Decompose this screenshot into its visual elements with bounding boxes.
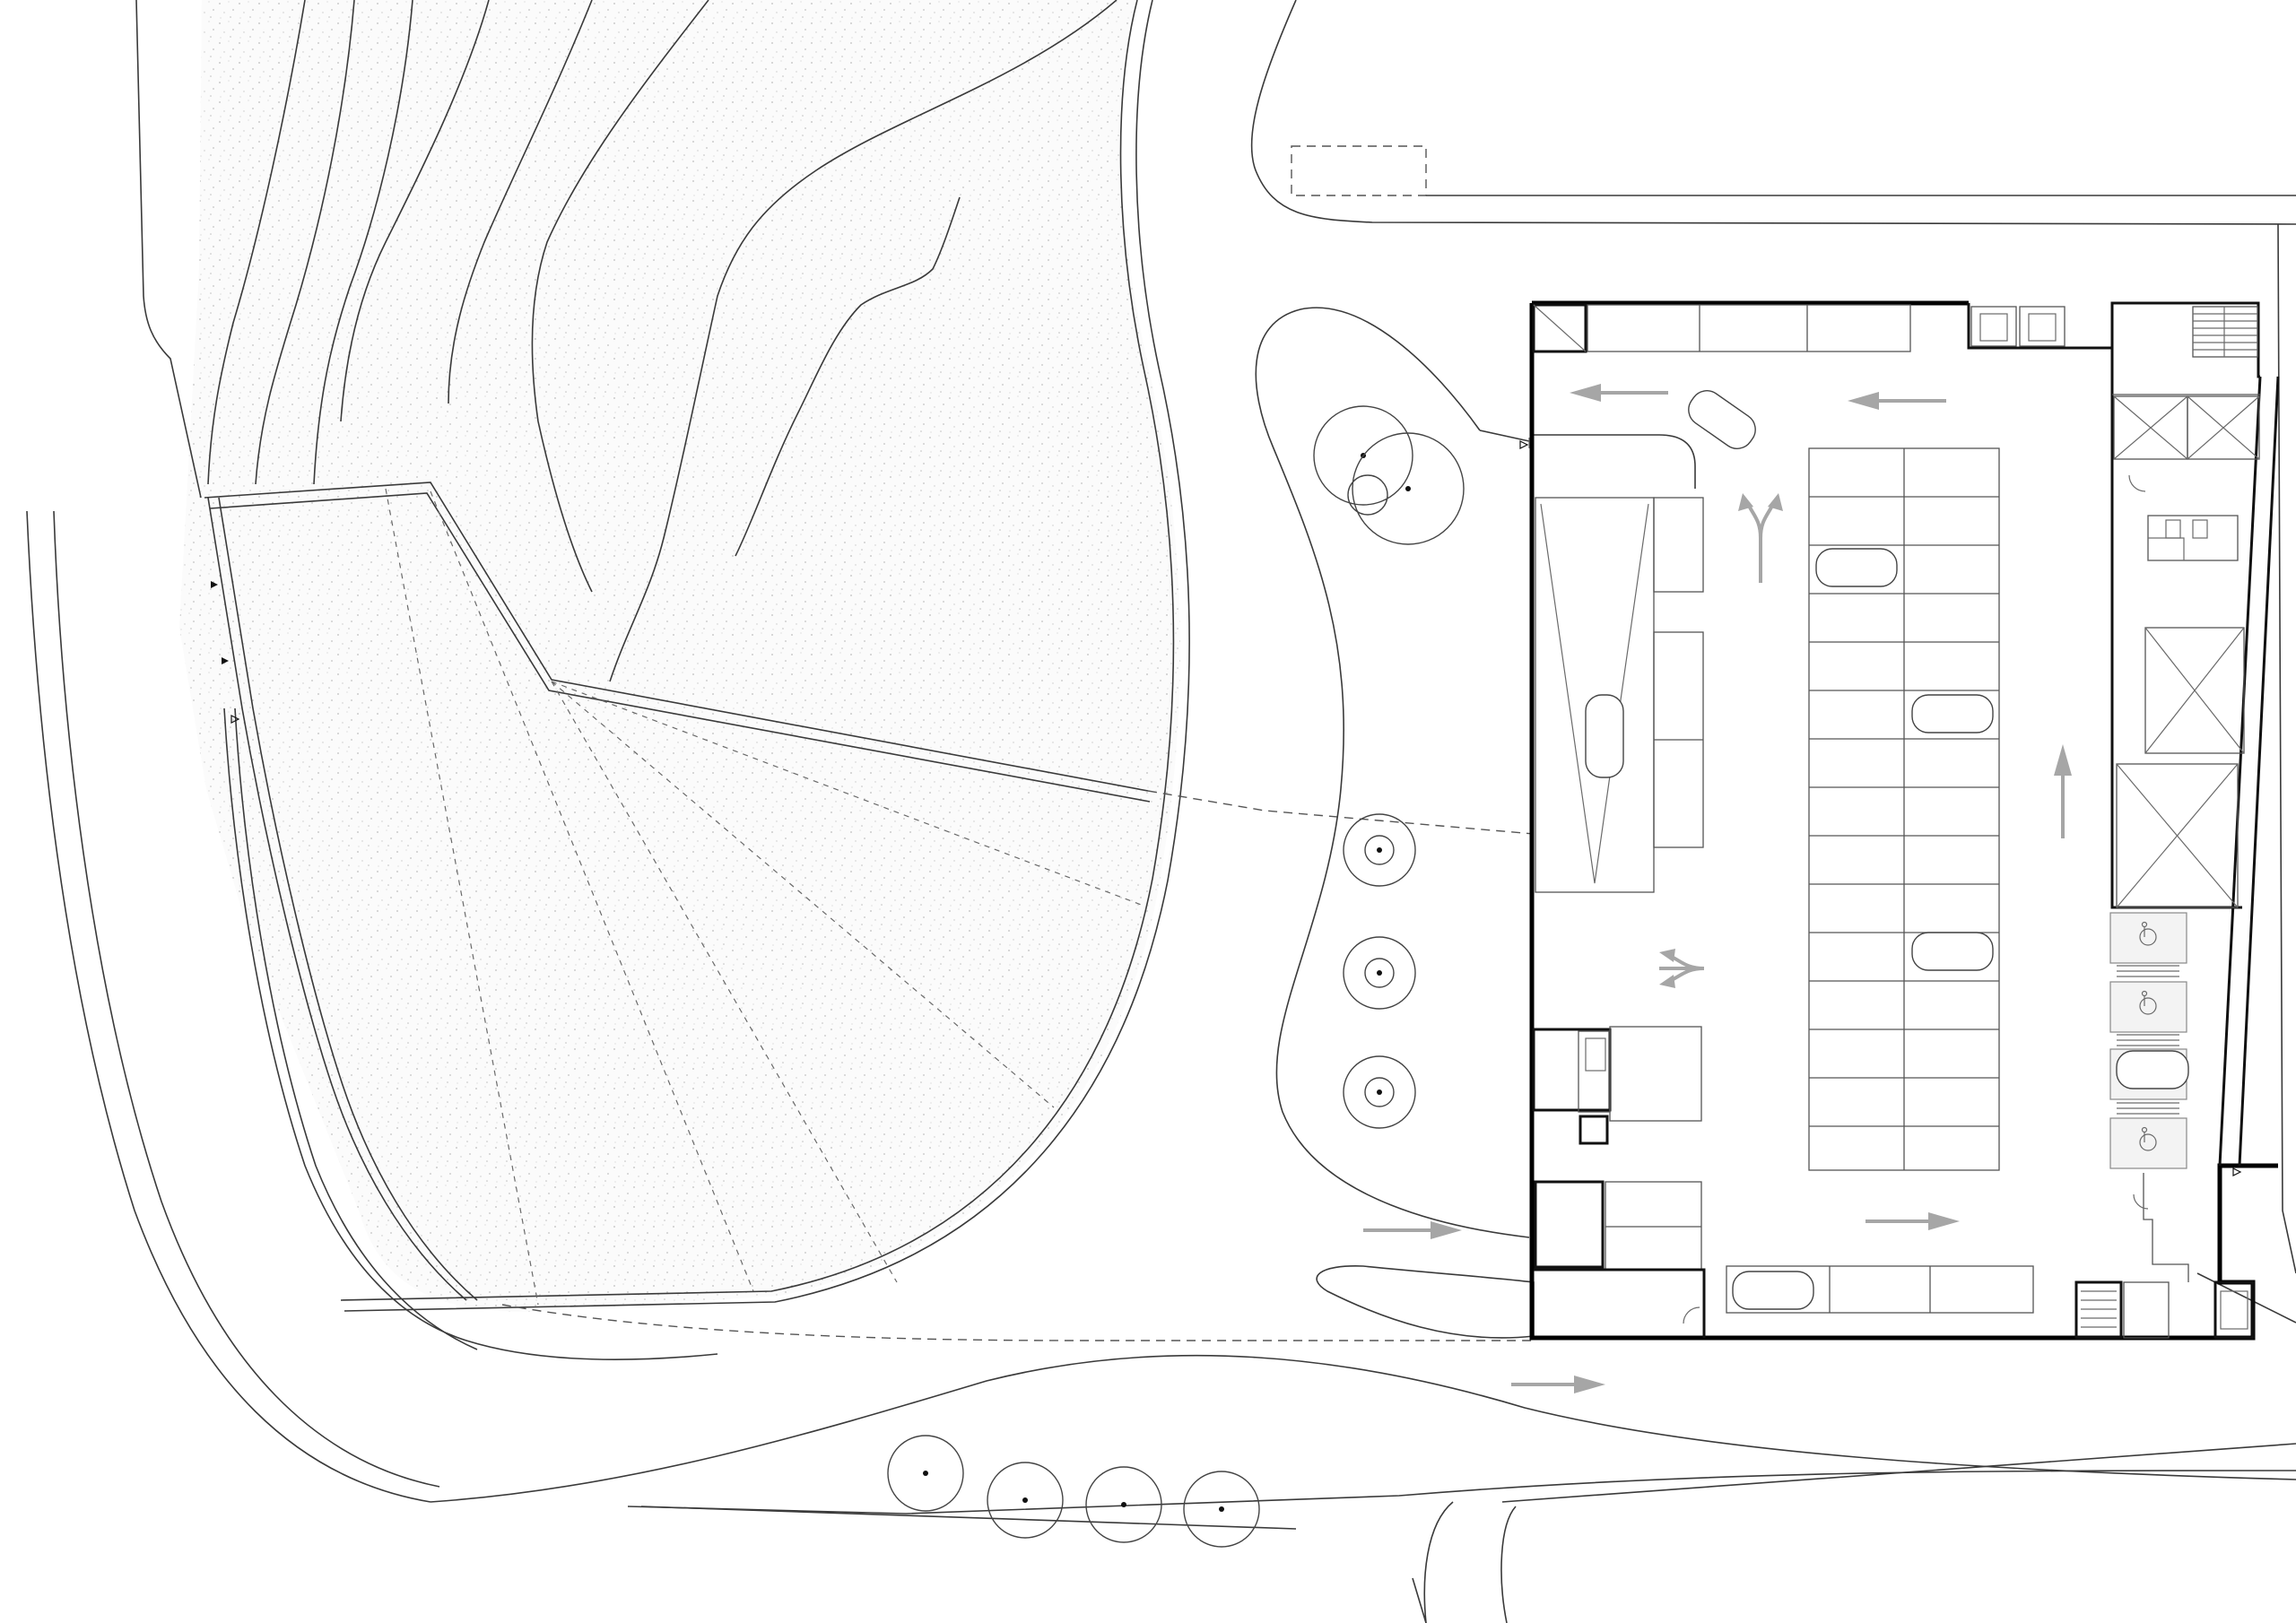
trees (887, 405, 1465, 1548)
wheelchair-icon (2139, 1126, 2157, 1151)
tree-icon (1085, 1466, 1162, 1543)
bay-2 (2109, 981, 2187, 1033)
bay-1 (2109, 912, 2187, 964)
accessible-bays (2109, 912, 2187, 1169)
car-icon (1688, 390, 1756, 449)
road-network (26, 0, 2296, 1623)
car-icon (1815, 548, 1898, 587)
car-icon (1911, 694, 1994, 733)
arrow-right-icon (1866, 1212, 1960, 1230)
arrow-right-icon (1363, 1221, 1462, 1239)
tree-icon (987, 1462, 1064, 1539)
tree-icon (1343, 813, 1416, 887)
tree-icon (887, 1435, 964, 1512)
wheelchair-icon (2139, 990, 2157, 1015)
tree-icon (1343, 936, 1416, 1010)
tree-icon (1343, 1055, 1416, 1129)
tree-icon (1352, 432, 1465, 545)
car-icon (1732, 1271, 1814, 1310)
arrow-left-icon (1570, 384, 1668, 402)
bay-4 (2109, 1117, 2187, 1169)
car-icon (1911, 932, 1994, 971)
direction-arrows (1363, 384, 2072, 1393)
arrow-left-icon (1848, 392, 1946, 410)
level-markers (211, 440, 2242, 1176)
wheelchair-icon (2139, 921, 2157, 946)
tree-icon (1347, 474, 1388, 516)
parking-building (1528, 300, 2280, 1341)
fork-arrow-icon (1659, 949, 1705, 988)
arrow-right-icon (1511, 1376, 1605, 1393)
tree-icon (1183, 1471, 1260, 1548)
car-icons (1585, 390, 2189, 1310)
arrow-up-icon (2054, 744, 2072, 838)
parking-grid (1808, 447, 2000, 1171)
fork-arrow-icon (1738, 493, 1783, 583)
car-icon (2116, 1050, 2189, 1089)
car-icon (1585, 694, 1624, 778)
landscaped-slope (179, 0, 1535, 1341)
